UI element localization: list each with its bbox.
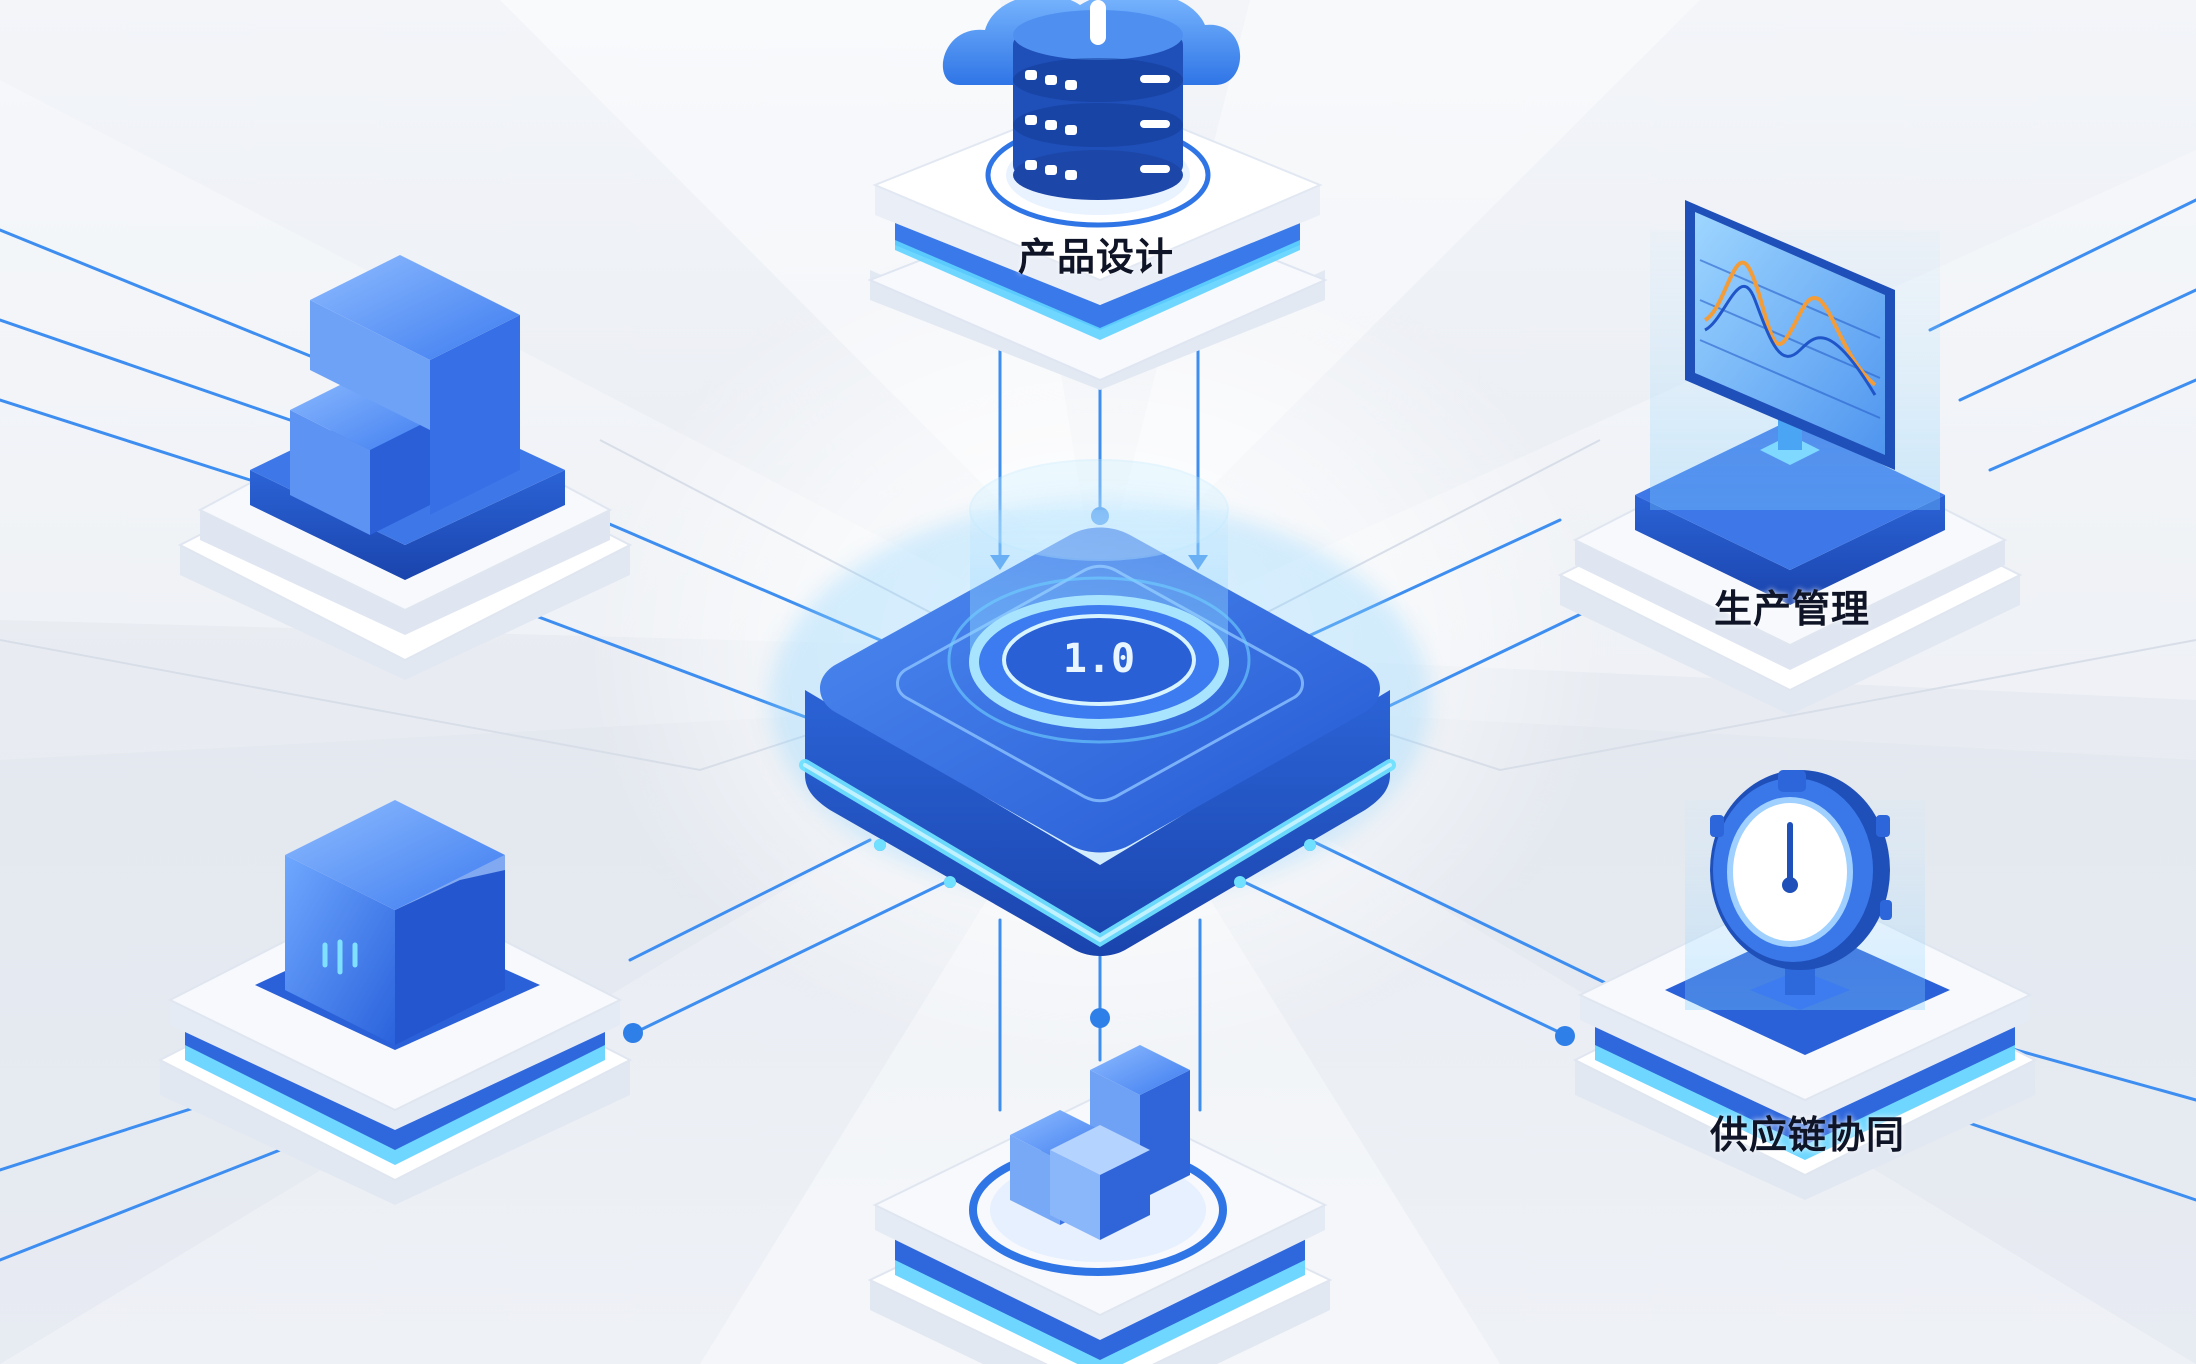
node-production-management [1557,200,2023,715]
node-bottom [867,1045,1333,1364]
label-supply-chain-collaboration: 供应链协同 [1710,1113,1906,1157]
edge-line [0,1148,282,1262]
hub-glow-line [803,763,1392,943]
cubes-icon [1010,1045,1190,1240]
connector-dot [1555,1026,1575,1046]
edge-line [1308,838,1622,992]
edge-line [1958,1118,2196,1202]
edge-line [628,878,952,1037]
connector-dot [1090,1008,1110,1028]
cloud-database-icon [942,0,1241,200]
edge-line [0,398,252,482]
label-product-design: 产品设计 [1018,235,1175,279]
node-product-design [867,0,1328,390]
hub-badge: 1.0 [1063,636,1135,682]
monitor-chart-icon [1650,200,1940,510]
stepped-blocks-icon [290,255,520,535]
label-production-management: 生产管理 [1714,587,1871,631]
edge-line [0,318,292,422]
node-left-lower [157,800,633,1205]
node-supply-chain [1572,770,2038,1200]
gauge-icon [1685,770,1925,1010]
connector-dot [623,1023,643,1043]
edge-line [1238,878,1567,1037]
hub-body [805,690,1390,956]
server-box-icon [285,800,505,1045]
hub-ports [874,839,1316,888]
edge-line [1958,288,2196,402]
edge-line [1928,198,2196,332]
connection-lines [0,198,2196,1262]
edge-line [0,228,322,362]
edge-line [628,838,872,962]
hub-hologram [947,459,1251,744]
edge-line [1988,378,2196,472]
node-left-upper [177,255,633,680]
central-hub: 1.0 [770,459,1430,956]
